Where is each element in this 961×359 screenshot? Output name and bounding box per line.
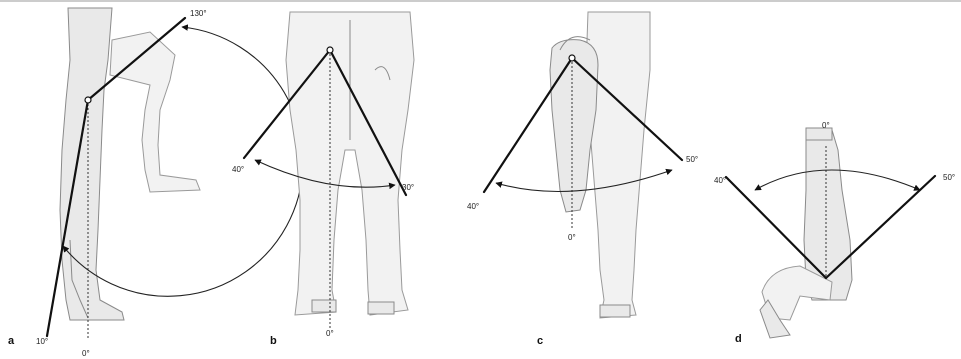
panel-a-label-130: 130° xyxy=(190,9,207,18)
panel-a-label-0: 0° xyxy=(82,349,90,358)
panel-b-label-30: 30° xyxy=(402,183,414,192)
panel-d-label-50: 50° xyxy=(943,173,955,182)
panel-a-letter: a xyxy=(8,335,15,347)
panel-b-label-0: 0° xyxy=(326,329,334,338)
panel-c-label-0: 0° xyxy=(568,233,576,242)
panel-d-label-0: 0° xyxy=(822,121,830,130)
panel-a-raised-leg xyxy=(110,32,200,192)
panel-a-hip-flexion: 130° 10° 0° a xyxy=(8,8,303,358)
panel-c-letter: c xyxy=(537,335,543,347)
panel-c-flexed-leg xyxy=(550,40,598,212)
panel-c-label-50: 50° xyxy=(686,155,698,164)
panel-c-knee-joint xyxy=(569,55,575,61)
panel-b-letter: b xyxy=(270,335,277,347)
panel-c-label-40: 40° xyxy=(467,202,479,211)
panel-c-foot xyxy=(600,305,630,317)
panel-d-hip-rotation-prone: 40° 0° 50° d xyxy=(714,121,955,345)
panel-d-label-40: 40° xyxy=(714,176,726,185)
panel-d-letter: d xyxy=(735,333,742,345)
panel-c-hip-rotation-flexed: 40° 50° 0° c xyxy=(467,12,698,347)
panel-b-label-40: 40° xyxy=(232,165,244,174)
panel-b-left-foot xyxy=(312,300,336,312)
panel-b-right-foot xyxy=(368,302,394,314)
panel-b-hip-joint xyxy=(327,47,333,53)
panel-a-label-10: 10° xyxy=(36,337,48,346)
panel-a-hip-joint xyxy=(85,97,91,103)
